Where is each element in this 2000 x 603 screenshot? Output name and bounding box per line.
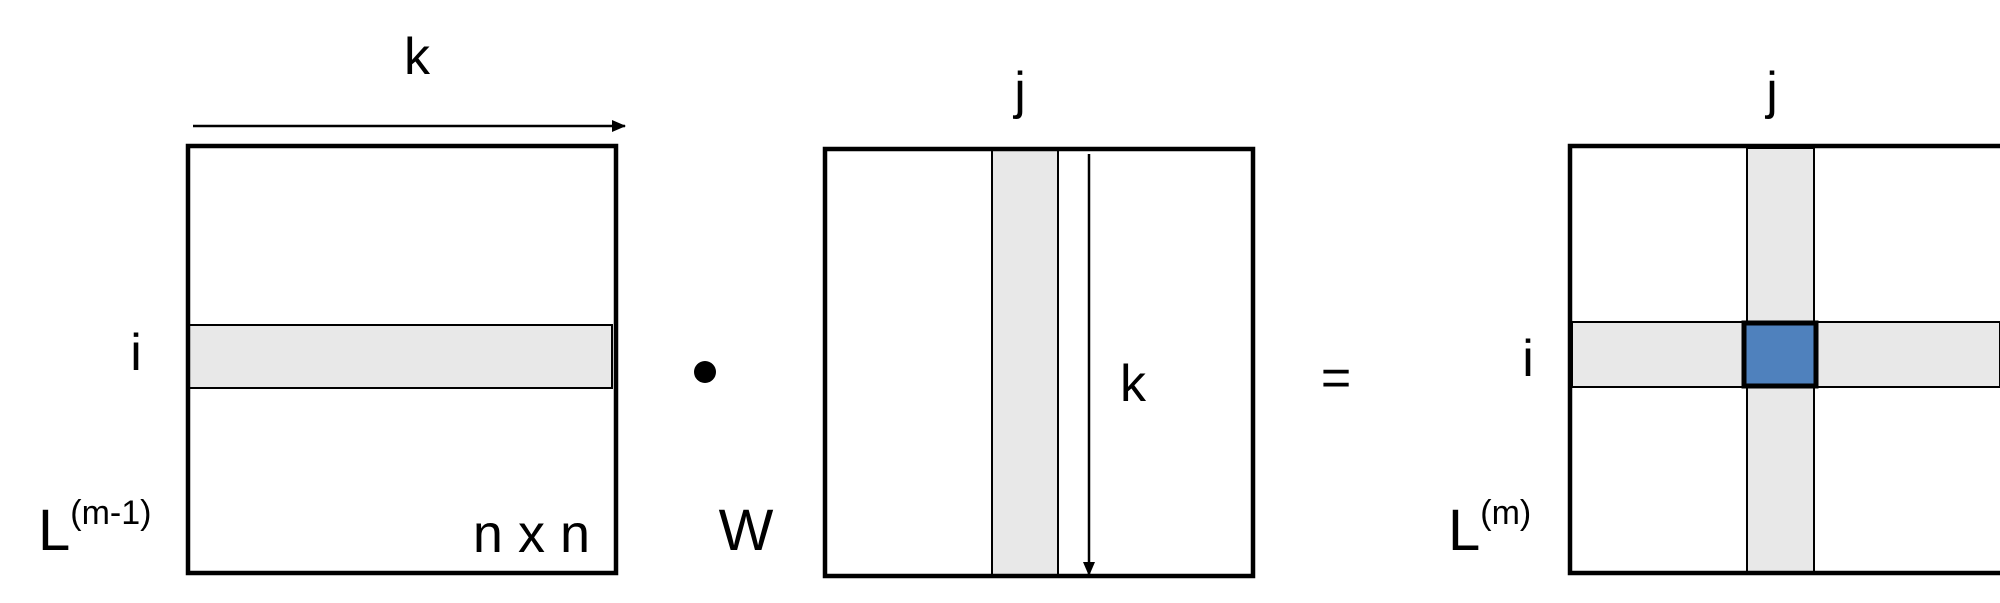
left-matrix-name-superscript: (m-1) [70,494,151,532]
left-matrix-row-band [187,324,613,389]
dot-operator [694,361,716,383]
middle-matrix-outline [822,146,1256,579]
left-size-label: n x n [473,504,590,564]
right-j-label: j [1764,62,1778,120]
middle-matrix: j k W [719,62,1256,579]
middle-matrix-column-band [991,149,1059,578]
left-matrix-name: L(m-1) [38,494,151,563]
left-k-label: k [404,28,431,86]
right-matrix-outline [1567,143,2000,576]
middle-k-label: k [1120,355,1147,413]
middle-j-label: j [1012,62,1026,120]
right-matrix-name-superscript: (m) [1480,494,1531,532]
left-matrix-outline [185,143,619,576]
equals-operator: = [1321,349,1351,407]
left-i-label: i [130,324,142,382]
middle-matrix-name: W [719,498,774,563]
right-matrix-name-base: L [1448,498,1480,563]
right-i-label: i [1522,330,1534,388]
left-matrix: k i n x n L(m-1) [38,28,626,576]
result-cell [1741,320,1819,389]
right-matrix: j i L(m) [1448,62,2000,576]
left-matrix-name-base: L [38,498,70,563]
right-matrix-name: L(m) [1448,494,1531,563]
